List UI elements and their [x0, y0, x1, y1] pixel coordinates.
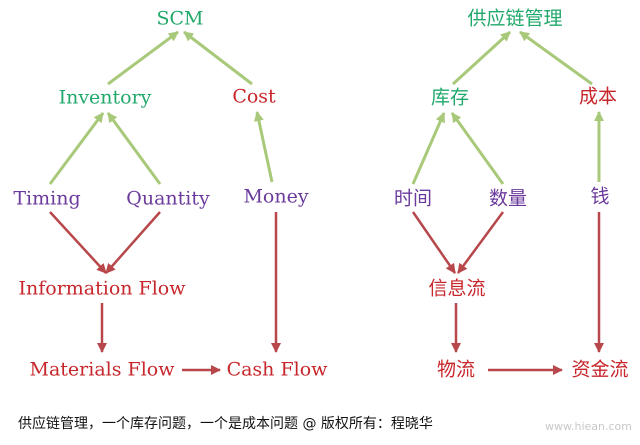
watermark: www.hiean.com: [545, 420, 632, 433]
node-money: Money: [243, 185, 309, 208]
arrow-timing-to-inventory: [48, 112, 105, 185]
arrow-inventory-to-scm: [107, 30, 179, 86]
arrow-cn-quantity-to-inventory: [450, 112, 505, 185]
node-information-flow: Information Flow: [18, 277, 186, 300]
arrow-quantity-to-information-flow: [105, 211, 161, 274]
node-cn-quantity: 数量: [488, 187, 528, 210]
node-quantity: Quantity: [126, 187, 210, 210]
node-cn-materials-flow: 物流: [436, 358, 476, 381]
node-inventory: Inventory: [58, 86, 152, 109]
arrow-cn-timing-to-inventory: [411, 112, 446, 185]
node-cn-timing: 时间: [393, 187, 433, 210]
arrow-cn-inventory-to-scm: [451, 30, 512, 86]
node-cash-flow: Cash Flow: [226, 358, 328, 381]
arrow-money-to-cost: [253, 111, 274, 183]
node-materials-flow: Materials Flow: [29, 358, 175, 381]
node-cn-information-flow: 信息流: [428, 277, 486, 300]
node-cn-cash-flow: 资金流: [571, 358, 629, 381]
node-timing: Timing: [13, 187, 81, 210]
node-scm: SCM: [156, 7, 204, 30]
node-cn-money: 钱: [590, 185, 610, 208]
arrow-cost-to-scm: [183, 30, 253, 86]
node-cn-cost: 成本: [578, 85, 618, 108]
footer-caption: 供应链管理，一个库存问题，一个是成本问题 @ 版权所有：程晓华: [18, 416, 433, 432]
arrow-timing-to-information-flow: [49, 211, 107, 274]
node-cn-scm: 供应链管理: [467, 7, 563, 30]
node-cn-inventory: 库存: [430, 86, 470, 109]
arrow-cn-cost-to-scm: [519, 30, 593, 86]
arrow-cn-quantity-to-information-flow: [456, 211, 505, 274]
arrow-quantity-to-inventory: [106, 112, 162, 185]
node-cost: Cost: [232, 85, 276, 108]
arrow-cn-timing-to-information-flow: [411, 211, 457, 274]
